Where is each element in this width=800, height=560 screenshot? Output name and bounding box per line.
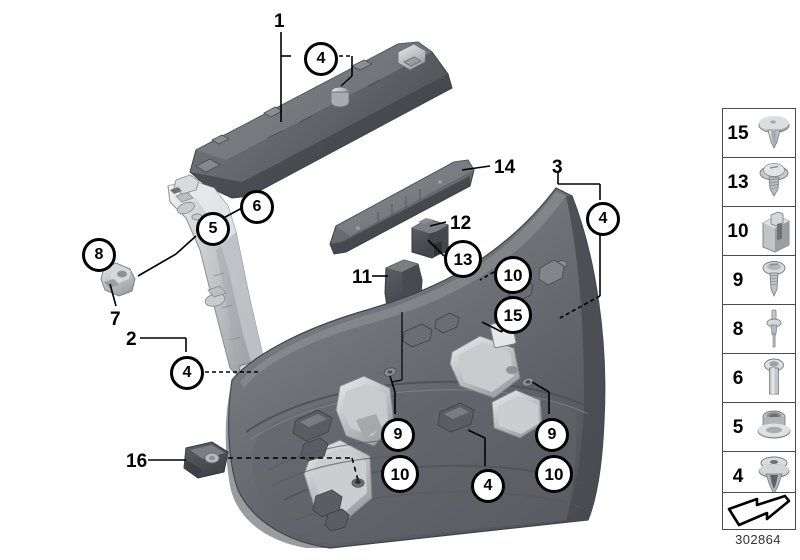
callout-15-c15[interactable]: 15	[494, 296, 532, 334]
legend-number-15: 15	[727, 122, 749, 144]
legend-row-8[interactable]: 8	[723, 305, 795, 354]
callout-12-c12[interactable]: 12	[450, 213, 472, 234]
legend-row-4[interactable]: 4	[723, 452, 795, 500]
callout-9-c9a[interactable]: 9	[381, 418, 415, 452]
legend-row-13[interactable]: 13	[723, 158, 795, 207]
direction-arrow-icon	[727, 494, 791, 527]
legend-number-9: 9	[732, 269, 744, 291]
screw-flange-head-icon	[753, 158, 795, 206]
callout-3-c3[interactable]: 3	[552, 157, 563, 178]
legend-number-10: 10	[727, 220, 749, 242]
right-upper-bracket	[538, 259, 565, 286]
callout-7-c7[interactable]: 7	[110, 309, 121, 330]
part-14-grab-handle	[329, 159, 475, 255]
mid-right-shoulder	[491, 389, 543, 439]
callout-8-c8[interactable]: 8	[82, 238, 116, 272]
callout-10-c10c[interactable]: 10	[535, 455, 573, 493]
callout-5-c5[interactable]: 5	[196, 212, 230, 246]
part-2-left-pillar-trim	[167, 174, 287, 395]
callout-4-c4c[interactable]: 4	[170, 356, 204, 390]
legend-number-5: 5	[732, 416, 744, 438]
callout-13-c13[interactable]: 13	[444, 240, 482, 278]
handle-recess-left	[335, 375, 395, 447]
expanding-rivet-icon	[753, 452, 795, 500]
legend-number-4: 4	[732, 465, 744, 487]
callout-2-c2[interactable]: 2	[126, 329, 137, 350]
part-7-clip	[100, 262, 136, 297]
callout-10-c10a[interactable]: 10	[494, 256, 532, 294]
legend-row-10[interactable]: 10	[723, 207, 795, 256]
part-16-cap	[183, 441, 229, 479]
part-1-upper-trim	[189, 41, 453, 199]
callout-16-c16[interactable]: 16	[126, 451, 148, 472]
bolt-torx-icon	[753, 354, 795, 402]
rivet-wide-head-icon	[753, 109, 795, 157]
callout-6-c6[interactable]: 6	[240, 190, 274, 224]
callout-9-c9b[interactable]: 9	[535, 418, 569, 452]
grommet-socket-icon	[753, 403, 795, 451]
diagram-id-number: 302864	[735, 532, 781, 547]
upper-right-shoulder	[449, 335, 521, 399]
legend-number-6: 6	[732, 367, 744, 389]
fastener-legend-panel: 15 13	[722, 108, 796, 501]
callout-11-c11[interactable]: 11	[352, 267, 373, 288]
callout-4-c4d[interactable]: 4	[471, 469, 505, 503]
legend-row-9[interactable]: 9	[723, 256, 795, 305]
callout-14-c14[interactable]: 14	[494, 157, 516, 178]
legend-number-8: 8	[732, 318, 744, 340]
callout-1-c1[interactable]: 1	[274, 11, 285, 32]
screw-pan-head-icon	[753, 256, 795, 304]
legend-row-5[interactable]: 5	[723, 403, 795, 452]
legend-number-13: 13	[727, 171, 749, 193]
callout-4-c4a[interactable]: 4	[304, 42, 338, 76]
direction-arrow-box	[722, 492, 796, 530]
fastener-4-on-part-1	[330, 86, 350, 108]
legend-row-6[interactable]: 6	[723, 354, 795, 403]
callout-10-c10b[interactable]: 10	[381, 455, 419, 493]
part-12-block	[411, 218, 449, 259]
legend-row-15[interactable]: 15	[723, 109, 795, 158]
blind-rivet-icon	[753, 305, 795, 353]
callout-4-c4b[interactable]: 4	[586, 202, 620, 236]
clip-square-icon	[753, 207, 795, 255]
